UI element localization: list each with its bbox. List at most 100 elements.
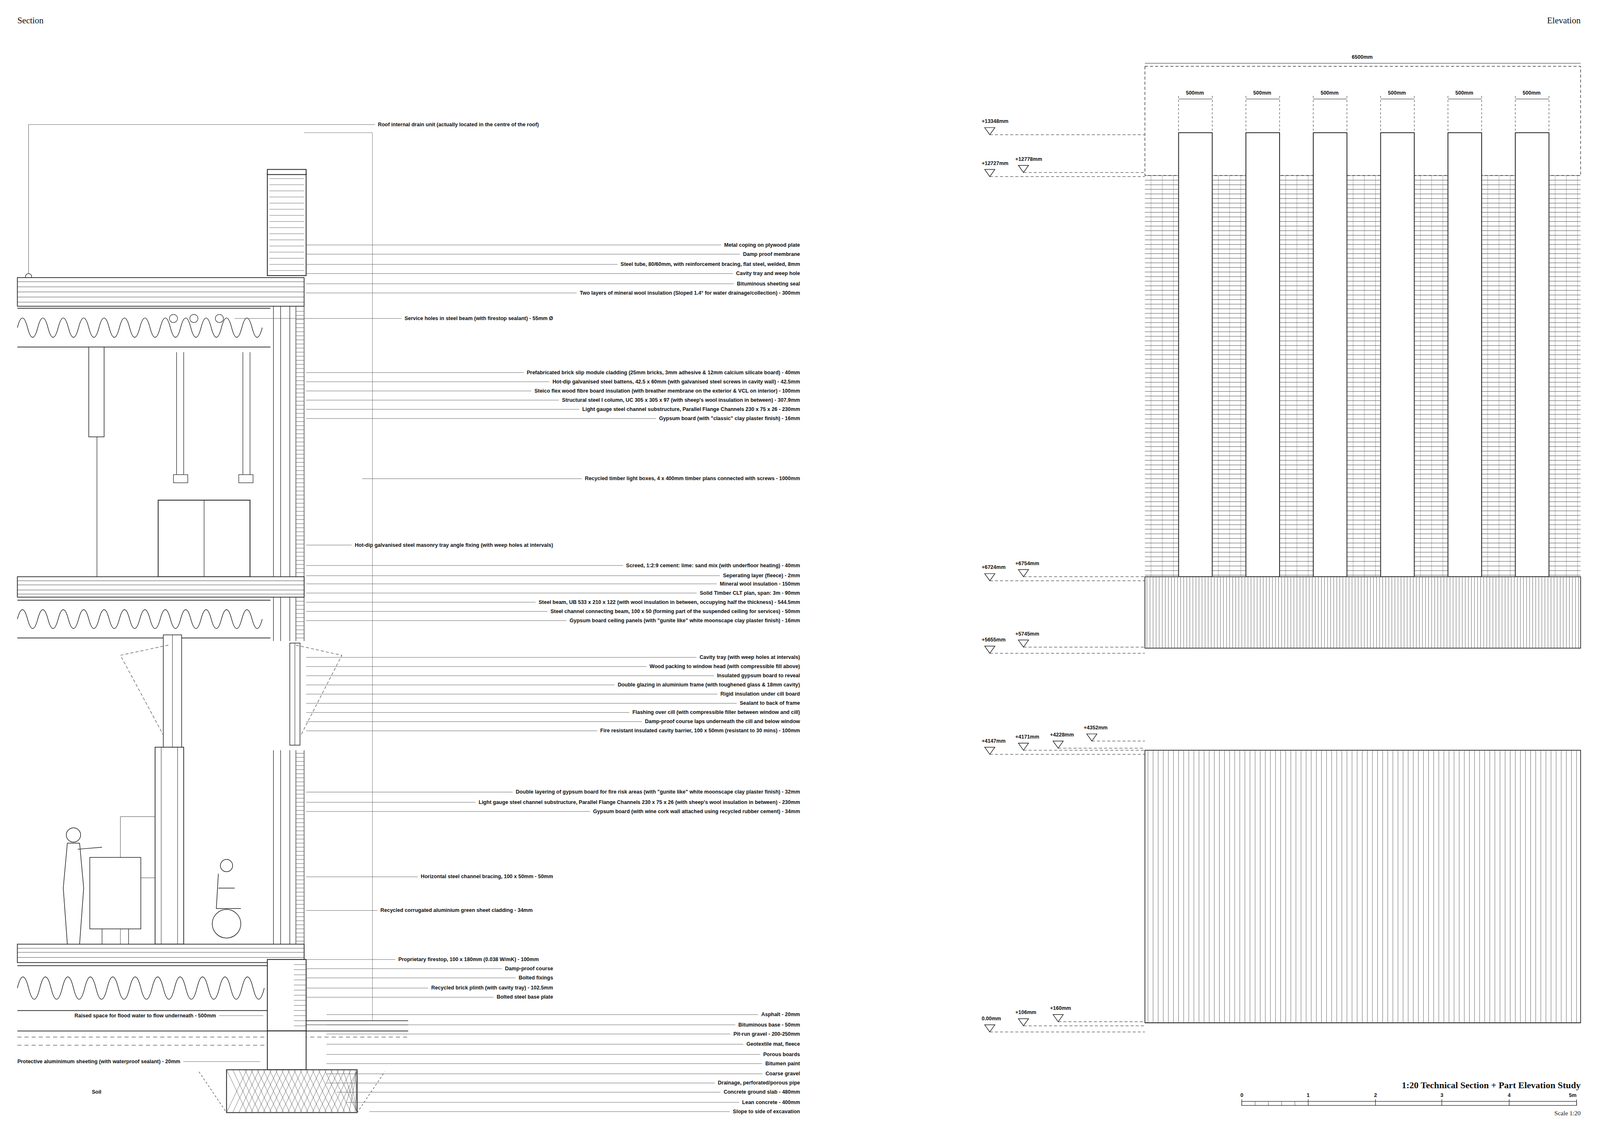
concrete-hatch [238, 1069, 260, 1113]
brick-hatch [1285, 175, 1286, 577]
corrugated-line [1157, 750, 1159, 1023]
corrugated-line [1382, 576, 1383, 648]
brick-slip [295, 425, 305, 426]
brick-slip [295, 916, 305, 917]
corrugated-line [1523, 576, 1524, 648]
leader-line [183, 1061, 260, 1062]
brick-slip [295, 339, 305, 340]
corrugated-line [1241, 576, 1243, 648]
concrete-hatch [257, 1069, 278, 1113]
concrete-hatch [293, 1069, 315, 1113]
leader-line [306, 791, 513, 793]
parapet-hatch [269, 209, 305, 210]
leader-line [326, 1033, 731, 1034]
corrugated-line [1177, 576, 1178, 648]
corrugated-line [1193, 750, 1195, 1023]
corrugated-line [1407, 750, 1409, 1023]
brick-slip [295, 805, 305, 807]
inner-window [172, 634, 173, 747]
corrugated-line [1305, 750, 1307, 1023]
corrugated-line [1443, 576, 1445, 648]
plinth-brick [293, 989, 306, 990]
callout-label: Light gauge steel channel substructure, … [478, 799, 800, 805]
plinth-brick [293, 974, 306, 975]
brick-slip [295, 319, 305, 320]
callout-label: Bitumen paint [765, 1060, 800, 1067]
dimension-label: 500mm [1522, 90, 1541, 96]
concrete-hatch [336, 1069, 358, 1113]
callout-label: Steico flex wood fibre board insulation … [534, 387, 800, 394]
dimension-label: 5m [1569, 1092, 1577, 1098]
corrugated-line [1397, 750, 1399, 1023]
corrugated-line [1275, 750, 1276, 1023]
brick-slip [295, 859, 305, 860]
scale-tick [1508, 1099, 1510, 1106]
callout-label: Steel beam, UB 533 x 210 x 122 (with woo… [538, 599, 800, 605]
brick-hatch [1577, 175, 1578, 577]
corrugated-line [1394, 576, 1395, 648]
leader-line [306, 675, 715, 676]
corrugated-line [1300, 576, 1301, 648]
brick-slip [295, 928, 305, 929]
leader-line [306, 565, 624, 566]
brick-slip [295, 912, 305, 913]
dimension-label: 500mm [1185, 90, 1204, 96]
corrugated-line [1575, 576, 1576, 648]
brick-slip [295, 490, 305, 491]
dimension-label: +4228mm [1050, 731, 1074, 738]
scale-tick [1294, 1101, 1295, 1106]
wall-layer [273, 750, 274, 960]
brick-slip [295, 388, 305, 390]
leader-line [306, 292, 577, 293]
window-glazing [290, 642, 300, 745]
leader-line [306, 702, 737, 704]
dimension-label: +4147mm [981, 737, 1006, 744]
brick-slip [295, 903, 305, 905]
corrugated-line [1162, 750, 1164, 1023]
corrugated-line [1517, 576, 1518, 648]
dimension-label: +12727mm [981, 160, 1009, 167]
level-marker [1052, 1014, 1063, 1022]
corrugated-line [1339, 576, 1340, 648]
plinth-brick [293, 1015, 306, 1016]
corrugated-line [1214, 750, 1215, 1023]
callout-label: Two layers of mineral wool insulation (S… [580, 290, 801, 296]
callout-label: Asphalt - 20mm [761, 1011, 800, 1018]
corrugated-line [1566, 750, 1567, 1023]
callout-label: Lean concrete - 400mm [742, 1099, 800, 1105]
corrugated-line [1471, 576, 1472, 648]
leader-line [234, 318, 402, 319]
leader-line [326, 1062, 763, 1064]
brick-slip [295, 773, 305, 774]
brick-slip [295, 396, 305, 398]
corrugated-line [1255, 750, 1256, 1023]
brick-hatch [1240, 175, 1241, 577]
brick-hatch [1566, 175, 1567, 577]
beam-flange [17, 307, 271, 309]
corrugated-line [1510, 750, 1511, 1023]
corrugated-line [1305, 576, 1307, 648]
brick-slip [295, 920, 305, 921]
corrugated-line [1418, 750, 1419, 1023]
dimension-label: +106mm [1015, 1009, 1037, 1015]
corrugated-line [1388, 576, 1390, 648]
ground-line [17, 1036, 409, 1038]
person-figure [66, 827, 81, 842]
corrugated-line [1189, 576, 1190, 648]
corrugated-line [1535, 576, 1536, 648]
workbench [90, 857, 141, 929]
dimension-label: 0 [1240, 1092, 1244, 1098]
brick-slip [295, 507, 305, 508]
brick-slip [295, 555, 305, 557]
parapet-hatch [269, 196, 305, 198]
brick-slip [295, 355, 305, 357]
scale-tick [1255, 1101, 1256, 1106]
leader-line [306, 610, 548, 612]
corrugated-band [1145, 750, 1581, 1023]
brick-slip [295, 486, 305, 488]
brick-slip [295, 482, 305, 483]
brick-slip [295, 609, 305, 610]
brick-slip [295, 531, 305, 532]
corrugated-line [1229, 750, 1230, 1023]
